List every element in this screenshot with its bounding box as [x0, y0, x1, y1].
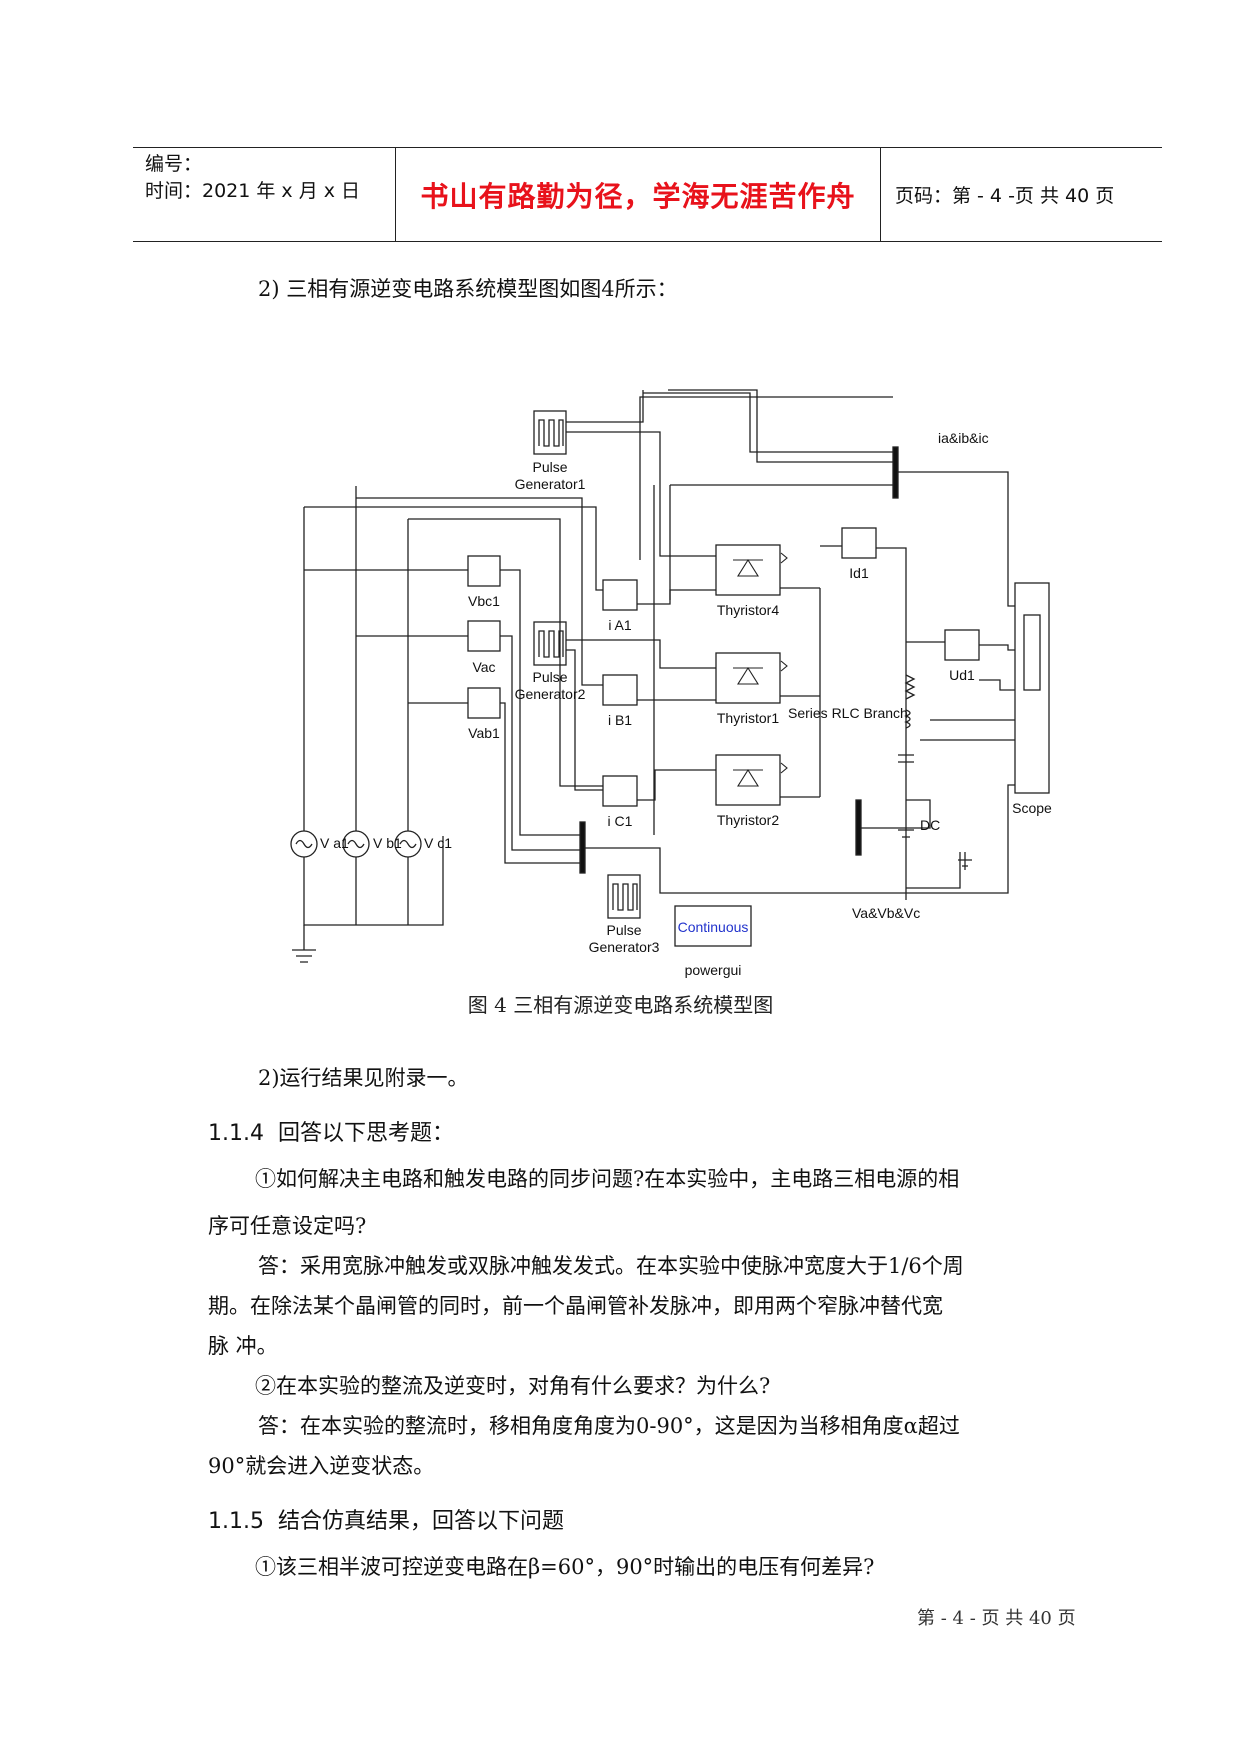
thyristor2-block	[715, 754, 781, 806]
continuous-label: Continuous	[678, 919, 749, 935]
ia1-block	[602, 579, 638, 611]
vc1-label: V c1	[424, 835, 452, 851]
question-2: ②在本实验的整流及逆变时，对角有什么要求？为什么?	[255, 1374, 771, 1398]
answer-1-line-2: 期。在除法某个晶闸管的同时，前一个晶闸管补发脉冲，即用两个窄脉冲替代宽	[208, 1294, 943, 1318]
id1-block	[841, 527, 877, 559]
question-1-line-2: 序可任意设定吗?	[208, 1214, 367, 1238]
section-1-1-4-title: 回答以下思考题：	[277, 1121, 454, 1146]
page-header: 编号： 时间：2021 年 x 月 x 日 书山有路勤为径，学海无涯苦作舟 页码…	[133, 147, 1162, 242]
scope-block	[1014, 582, 1050, 794]
question-1-line-1: ①如何解决主电路和触发电路的同步问题?在本实验中，主电路三相电源的相	[255, 1167, 960, 1191]
answer-1-line-3: 脉 冲。	[208, 1334, 278, 1358]
pg1-label: Pulse	[532, 459, 567, 475]
run-result-text: 2)运行结果见附录一。	[258, 1066, 469, 1090]
answer-2-line-2: 90°就会进入逆变状态。	[208, 1454, 435, 1478]
pg3b-label: Generator3	[589, 939, 660, 955]
ib1-block	[602, 674, 638, 706]
id1-label: Id1	[849, 565, 869, 581]
thyristor1-label: Thyristor1	[717, 710, 779, 726]
header-motto: 书山有路勤为径，学海无涯苦作舟	[395, 148, 881, 241]
answer-1-line-1: 答：采用宽脉冲触发或双脉冲触发发式。在本实验中使脉冲宽度大于1/6个周	[258, 1254, 964, 1278]
ic1-block	[602, 775, 638, 807]
thyristor4-label: Thyristor4	[717, 602, 779, 618]
thyristor2-label: Thyristor2	[717, 812, 779, 828]
time-label: 时间：2021 年 x 月 x 日	[145, 180, 361, 202]
vbc1-block	[467, 555, 501, 587]
iabc-label: ia&ib&ic	[938, 430, 989, 446]
answer-2-line-1: 答：在本实验的整流时，移相角度角度为0-90°，这是因为当移相角度α超过	[258, 1414, 960, 1438]
pg1b-label: Generator1	[515, 476, 586, 492]
vab1-label: Vab1	[468, 725, 500, 741]
page-footer: 第 - 4 - 页 共 40 页	[917, 1608, 1076, 1629]
figure-caption: 图 4 三相有源逆变电路系统模型图	[467, 993, 774, 1017]
powergui-label: powergui	[685, 962, 742, 978]
question-3: ①该三相半波可控逆变电路在β=60°，90°时输出的电压有何差异?	[255, 1555, 875, 1579]
header-left-cell: 编号： 时间：2021 年 x 月 x 日	[133, 148, 395, 241]
va1-label: V a1	[320, 835, 349, 851]
ib1-label: i B1	[608, 712, 632, 728]
vac-label: Vac	[472, 659, 495, 675]
pg2b-label: Generator2	[515, 686, 586, 702]
thyristor1-block	[715, 652, 781, 704]
continuous-block[interactable]: Continuous	[674, 905, 752, 947]
pg3-label: Pulse	[606, 922, 641, 938]
ia1-label: i A1	[608, 617, 632, 633]
vabc-label: Va&Vb&Vc	[852, 905, 920, 921]
vab1-block	[467, 687, 501, 719]
section-1-1-5-title: 结合仿真结果，回答以下问题	[277, 1509, 564, 1534]
thyristor4-block	[715, 544, 781, 596]
section-1-1-5-number: 1.1.5	[208, 1509, 264, 1534]
section-1-1-4-number: 1.1.4	[208, 1121, 264, 1146]
pg2-label: Pulse	[532, 669, 567, 685]
pulse-generator2-block	[533, 621, 567, 666]
scope-label: Scope	[1012, 800, 1052, 816]
rlc-label: Series RLC Branch	[788, 705, 908, 721]
dc-label: DC	[920, 817, 940, 833]
section-1-1-4: 1.1.4 回答以下思考题：	[208, 1115, 454, 1147]
vbc1-label: Vbc1	[468, 593, 500, 609]
ud1-label: Ud1	[949, 667, 975, 683]
intro-text: 2) 三相有源逆变电路系统模型图如图4所示：	[258, 277, 678, 301]
number-label: 编号：	[145, 153, 203, 175]
section-1-1-5: 1.1.5 结合仿真结果，回答以下问题	[208, 1503, 564, 1535]
vb1-label: V b1	[373, 835, 402, 851]
vac-block	[467, 620, 501, 652]
header-page-info: 页码：第 - 4 -页 共 40 页	[895, 185, 1115, 207]
ud1-block	[944, 629, 980, 661]
ic1-label: i C1	[608, 813, 633, 829]
pulse-generator3-block	[607, 874, 641, 919]
